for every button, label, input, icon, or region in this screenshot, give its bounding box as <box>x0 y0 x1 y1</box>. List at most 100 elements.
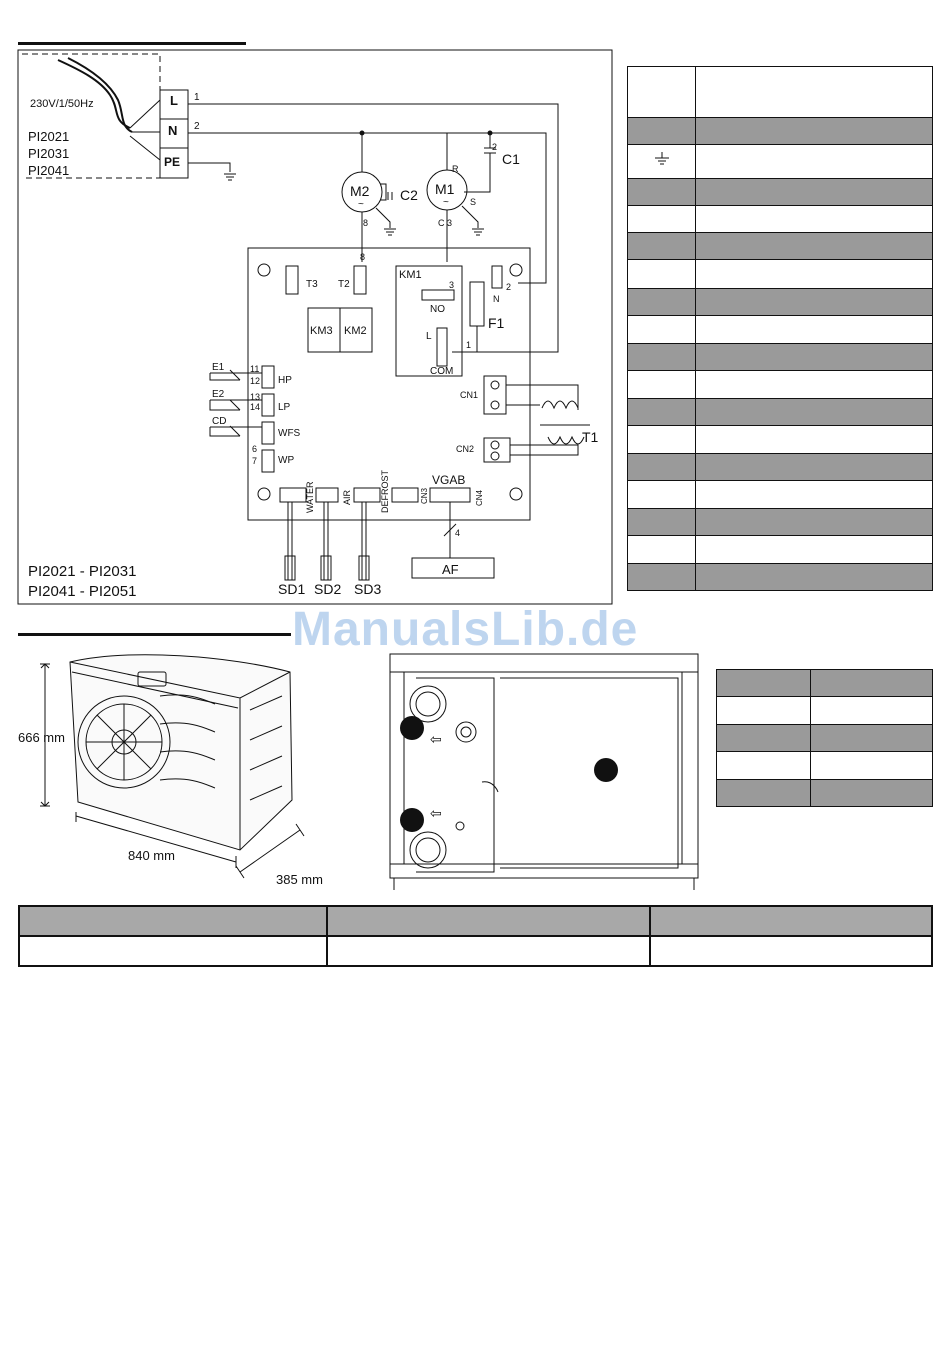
table-row <box>627 343 933 371</box>
pin-c3: C 3 <box>438 218 452 228</box>
lp-label: LP <box>278 402 291 413</box>
cn3-label: CN3 <box>420 487 429 504</box>
terminal-pe: PE <box>164 155 180 169</box>
wire-2-label: 2 <box>194 121 200 132</box>
model-top-2: PI2031 <box>28 146 69 161</box>
relay-t3-label: T3 <box>306 279 318 290</box>
cap-comp-label: C1 <box>502 151 520 167</box>
callout-marker-2 <box>400 808 424 832</box>
table-row <box>627 178 933 206</box>
cap-fan-label: C2 <box>400 187 418 203</box>
pin-r: R <box>452 164 459 174</box>
water-inlet-icon: ⇦ <box>430 731 442 747</box>
table-row <box>716 779 933 807</box>
pin-11: 11 <box>250 364 259 374</box>
table-row <box>627 425 933 454</box>
terminal-l: L <box>170 93 178 108</box>
unit-dimensions-drawing: 666 mm 840 mm 385 mm <box>18 654 323 887</box>
vgab-label: VGAB <box>432 473 465 487</box>
watermark: ManualsLib.de <box>292 603 639 656</box>
table-row <box>716 751 933 780</box>
relay-t2-label: T2 <box>338 279 350 290</box>
model-top-3: PI2041 <box>28 163 69 178</box>
cn2-label: CN2 <box>456 444 474 454</box>
relay-km1-label: KM1 <box>399 269 422 281</box>
sensor-sd3: SD3 <box>354 581 381 597</box>
table-row <box>627 535 933 564</box>
km1-pin-3: 3 <box>449 280 454 290</box>
pin-14: 14 <box>250 402 260 412</box>
table-row <box>627 205 933 233</box>
table-row <box>627 563 933 591</box>
transformer-t1-label: T1 <box>582 429 599 445</box>
unit-rear-view-drawing: ⇦ ⇦ <box>389 653 699 890</box>
sensor-sd1: SD1 <box>278 581 305 597</box>
table-row <box>627 232 933 260</box>
cn1-label: CN1 <box>460 390 478 400</box>
table-row <box>627 398 933 426</box>
wire-1-label: 1 <box>194 92 200 103</box>
callout-marker-1 <box>400 716 424 740</box>
cn4-label: CN4 <box>475 489 484 506</box>
pin-8-bottom: 8 <box>360 252 365 262</box>
f1-pin-1: 1 <box>466 340 471 350</box>
section-rule-dimensions <box>18 633 291 636</box>
air-label: AIR <box>342 489 352 505</box>
relay-km3-label: KM3 <box>310 325 333 337</box>
table-row <box>627 508 933 536</box>
motor-fan-label: M2 <box>350 183 370 199</box>
wp-label: WP <box>278 455 294 466</box>
table-row <box>716 669 933 697</box>
water-outlet-icon: ⇦ <box>430 805 442 821</box>
fuse-f1-label: F1 <box>488 315 505 331</box>
table-row <box>18 935 933 967</box>
table-row <box>627 66 933 118</box>
defrost-label: DEFROST <box>380 469 390 513</box>
pin-7: 7 <box>252 456 257 466</box>
water-label: WATER <box>305 481 315 513</box>
model-top-1: PI2021 <box>28 129 69 144</box>
width-dimension: 840 mm <box>128 848 175 863</box>
km1-l: L <box>426 331 432 342</box>
callout-table <box>716 669 933 807</box>
input-e1: E1 <box>212 362 225 373</box>
af-label: AF <box>442 562 459 577</box>
section-rule-wiring <box>18 42 246 45</box>
pin-13: 13 <box>250 392 260 402</box>
input-e2: E2 <box>212 389 225 400</box>
table-row <box>627 453 933 481</box>
wiring-diagram: 230V/1/50Hz PI2021 PI2031 PI2041 L N PE … <box>17 49 613 605</box>
table-row <box>627 117 933 145</box>
motor-comp-tilde: ~ <box>443 197 449 208</box>
input-cd: CD <box>212 416 226 427</box>
pcb-pin-2: 2 <box>506 282 511 292</box>
terminal-legend-table <box>627 66 933 591</box>
pin-6: 6 <box>252 444 257 454</box>
sensor-sd2: SD2 <box>314 581 341 597</box>
callout-marker-3 <box>594 758 618 782</box>
table-row <box>627 480 933 509</box>
hp-label: HP <box>278 375 292 386</box>
pin-12: 12 <box>250 376 260 386</box>
km1-com: COM <box>430 366 453 377</box>
table-row <box>627 315 933 344</box>
table-row <box>627 370 933 399</box>
table-row <box>627 259 933 289</box>
specification-table <box>18 905 933 967</box>
pin-4: 4 <box>455 528 460 538</box>
pin-2-cap: 2 <box>492 142 497 152</box>
models-line-1: PI2021 - PI2031 <box>28 563 136 580</box>
ground-icon <box>654 152 669 165</box>
table-row <box>627 144 933 179</box>
table-header-row <box>18 905 933 937</box>
height-dimension: 666 mm <box>18 730 65 745</box>
table-row <box>716 724 933 752</box>
models-line-2: PI2041 - PI2051 <box>28 583 136 600</box>
table-row <box>627 288 933 316</box>
pcb-n: N <box>493 294 500 304</box>
relay-km2-label: KM2 <box>344 325 367 337</box>
supply-label: 230V/1/50Hz <box>30 98 94 110</box>
pin-8-top: 8 <box>363 218 368 228</box>
depth-dimension: 385 mm <box>276 872 323 887</box>
terminal-n: N <box>168 123 177 138</box>
